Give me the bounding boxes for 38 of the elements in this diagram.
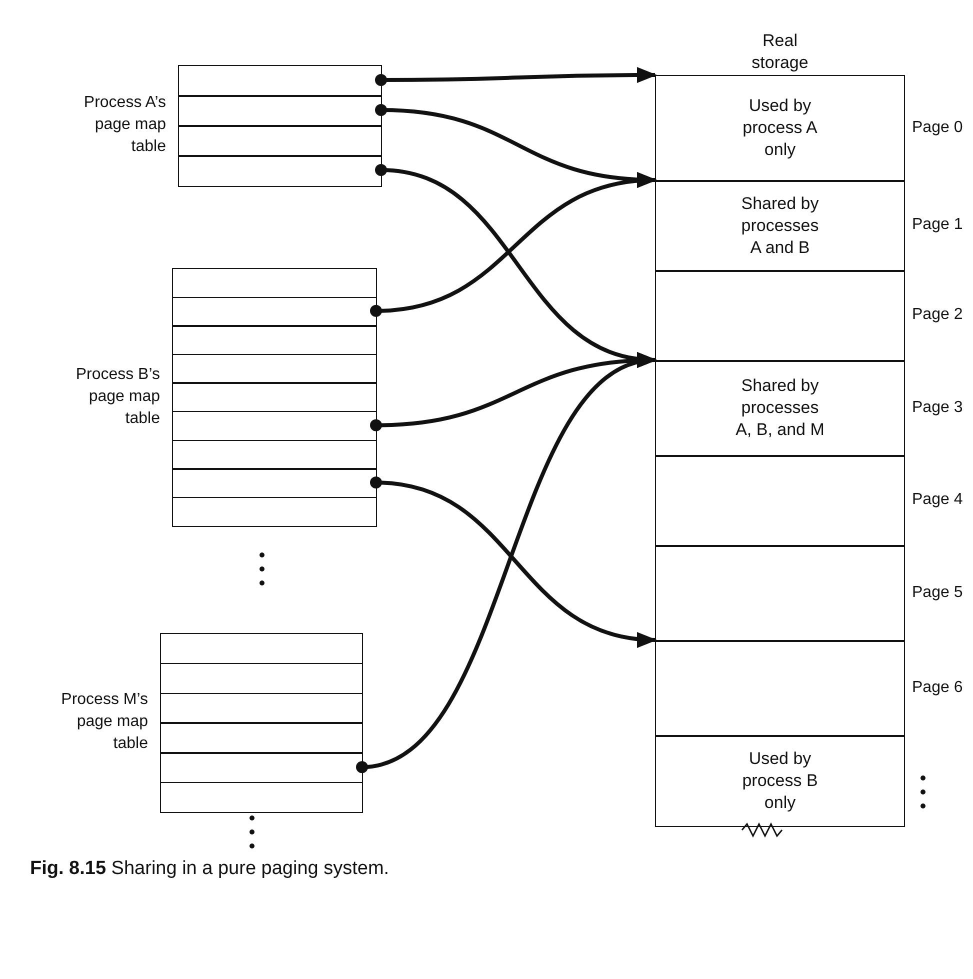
page-number: Page 1: [912, 216, 963, 234]
table-row: [160, 752, 363, 784]
page-number: Page 5: [912, 584, 963, 602]
table-row: [178, 65, 382, 96]
table-row: [172, 268, 377, 298]
table-label: Process B’s page map table: [74, 364, 160, 429]
page-description: Used by process B only: [741, 748, 819, 814]
table-row: [160, 722, 363, 754]
arrow: [370, 173, 657, 317]
table-row: [178, 155, 382, 186]
table-row: [172, 496, 377, 527]
page-frame: [655, 735, 905, 826]
arrow: [375, 67, 657, 86]
page-number: Page 6: [912, 678, 963, 696]
page-description: Shared by processes A and B: [740, 192, 820, 259]
table-row: [160, 692, 363, 724]
table-row: [178, 95, 382, 126]
page-description: Shared by processes A, B, and M: [734, 375, 826, 442]
table-row: [172, 440, 377, 470]
table-row: [160, 633, 363, 664]
table-row: [172, 325, 377, 356]
table-row: [178, 125, 382, 156]
table-label: Process M’s page map table: [60, 690, 148, 754]
table-row: [172, 382, 377, 412]
table-row: [160, 662, 363, 694]
page-number: Page 4: [912, 491, 963, 509]
table-label: Process A’s page map table: [82, 93, 166, 157]
page-description: Used by process A only: [742, 95, 818, 162]
storage-heading: Real storage: [750, 30, 810, 74]
table-row: [172, 296, 377, 327]
figure-caption: Fig. 8.15 Sharing in a pure paging system.: [30, 858, 390, 880]
table-row: [172, 468, 377, 498]
page-number: Page 2: [912, 306, 963, 324]
page-number: Page 3: [912, 398, 963, 416]
table-row: [160, 782, 363, 814]
table-row: [172, 354, 377, 384]
table-row: [172, 411, 377, 442]
page-number: Page 0: [912, 118, 963, 136]
